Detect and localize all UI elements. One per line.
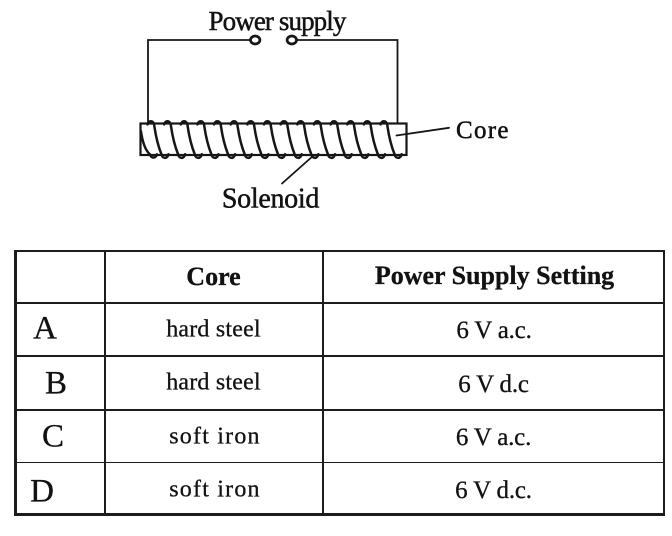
svg-text:Solenoid: Solenoid bbox=[222, 184, 319, 215]
svg-text:Core: Core bbox=[456, 117, 510, 144]
svg-text:Power supply: Power supply bbox=[209, 6, 347, 36]
